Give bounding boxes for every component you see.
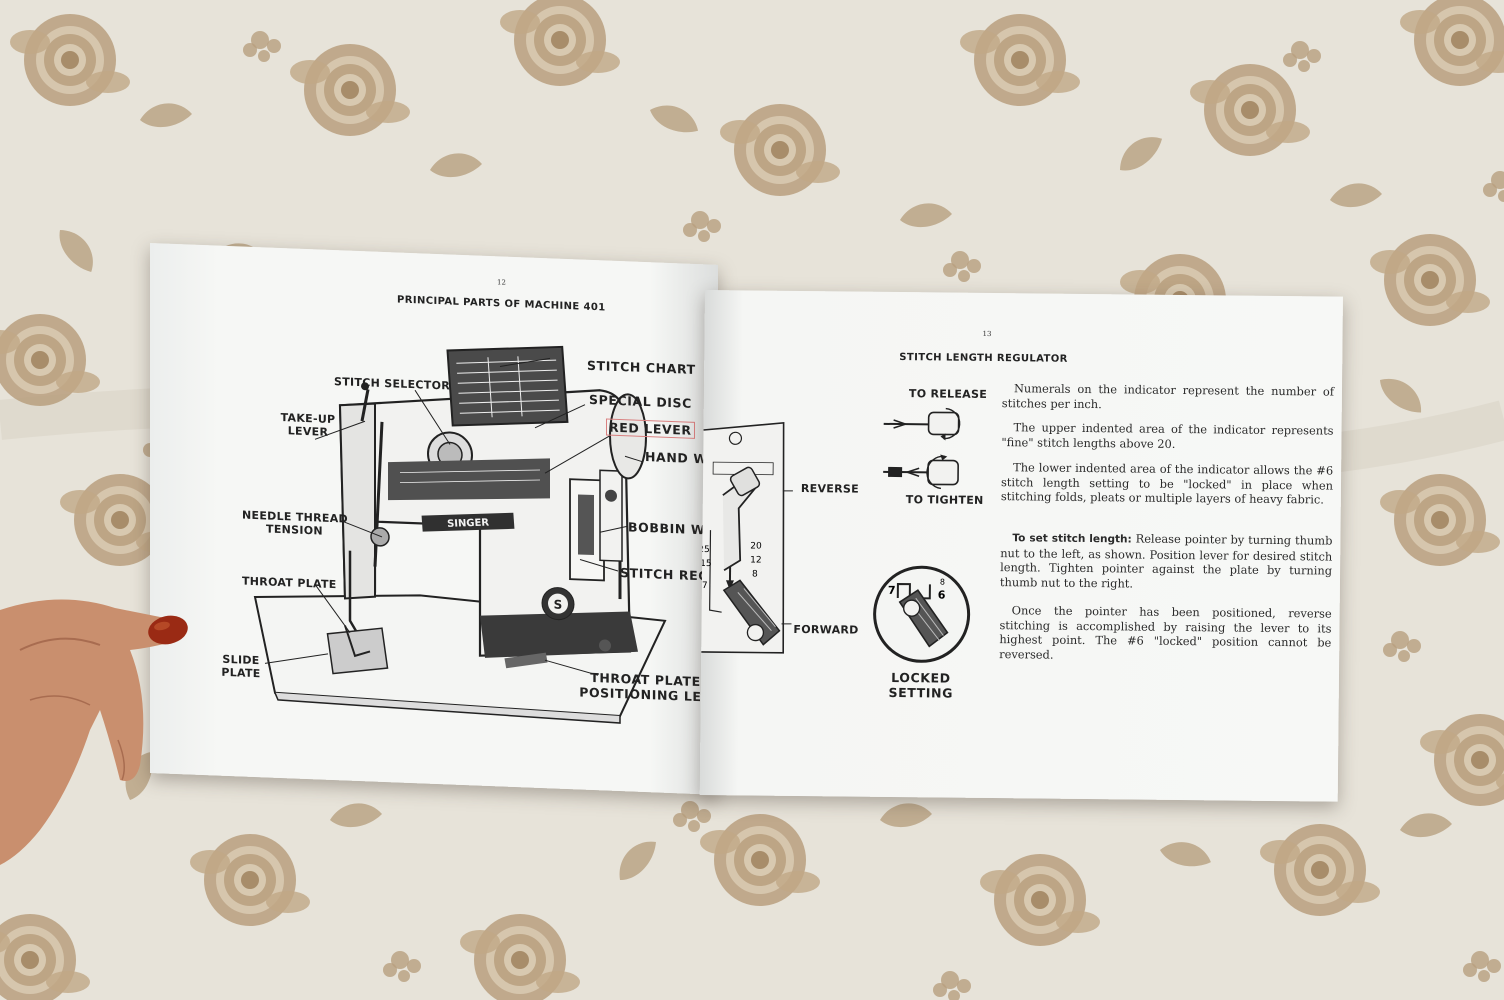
label-to-tighten: TO TIGHTEN xyxy=(905,493,984,507)
page-number: 12 xyxy=(497,278,506,287)
singer-badge-text: SINGER xyxy=(447,518,490,530)
dial-number-7: 7 xyxy=(702,581,708,591)
paragraph-numerals: Numerals on the indicator represent the … xyxy=(1001,381,1335,411)
take-up-line-2: LEVER xyxy=(287,424,329,439)
paragraph-upper-area: The upper indented area of the indicator… xyxy=(1001,420,1334,451)
label-red-lever: RED LEVER xyxy=(606,418,695,439)
slide-line-2: PLATE xyxy=(221,665,261,681)
thumb-nut-tighten-icon xyxy=(883,454,959,490)
label-to-release: TO RELEASE xyxy=(908,387,988,401)
svg-text:S: S xyxy=(554,598,563,612)
page-title: PRINCIPAL PARTS OF MACHINE 401 xyxy=(397,294,606,314)
locked-line-2: SETTING xyxy=(888,684,954,701)
label-throat-plate-positioning-lever: THROAT PLATE POSITIONING LEV xyxy=(578,669,713,705)
dial-number-8: 8 xyxy=(752,570,758,580)
left-manual-page: 12 PRINCIPAL PARTS OF MACHINE 401 SINGER xyxy=(150,243,728,795)
lock-number-6: 6 xyxy=(938,588,946,601)
locked-setting-illustration: 7 6 8 xyxy=(873,565,971,663)
label-take-up-lever: TAKE-UP LEVER xyxy=(278,411,338,439)
paragraph-reverse-stitching: Once the pointer has been positioned, re… xyxy=(999,603,1332,662)
hand-holding-page xyxy=(0,599,188,865)
lock-number-8: 8 xyxy=(940,577,945,586)
dial-number-25: 25 xyxy=(701,545,710,555)
page-number: 13 xyxy=(982,329,992,339)
page-title: STITCH LENGTH REGULATOR xyxy=(899,352,1068,365)
locked-line-1: LOCKED xyxy=(891,669,951,686)
label-slide-plate: SLIDE PLATE xyxy=(218,653,264,681)
regulator-plate-illustration: 20 12 8 25 15 7 xyxy=(701,421,793,654)
lock-number-7: 7 xyxy=(888,584,896,597)
dial-number-20: 20 xyxy=(750,541,762,551)
paragraph-set-stitch-length: To set stitch length: Release pointer by… xyxy=(1000,530,1333,592)
sewing-machine-illustration: SINGER S xyxy=(253,345,667,724)
label-reverse: REVERSE xyxy=(800,482,860,496)
label-locked-setting: LOCKED SETTING xyxy=(879,670,963,701)
right-manual-page: 13 STITCH LENGTH REGULATOR 20 12 8 25 15… xyxy=(699,290,1343,802)
dial-number-15: 15 xyxy=(701,559,711,569)
paragraph-lower-area: The lower indented area of the indicator… xyxy=(1000,460,1334,507)
label-needle-thread-tension: NEEDLE THREAD TENSION xyxy=(242,509,348,539)
label-forward: FORWARD xyxy=(793,622,859,637)
set-length-heading: To set stitch length: xyxy=(1012,532,1132,546)
dial-number-12: 12 xyxy=(750,555,762,565)
thumb-nut-release-icon xyxy=(883,407,961,441)
